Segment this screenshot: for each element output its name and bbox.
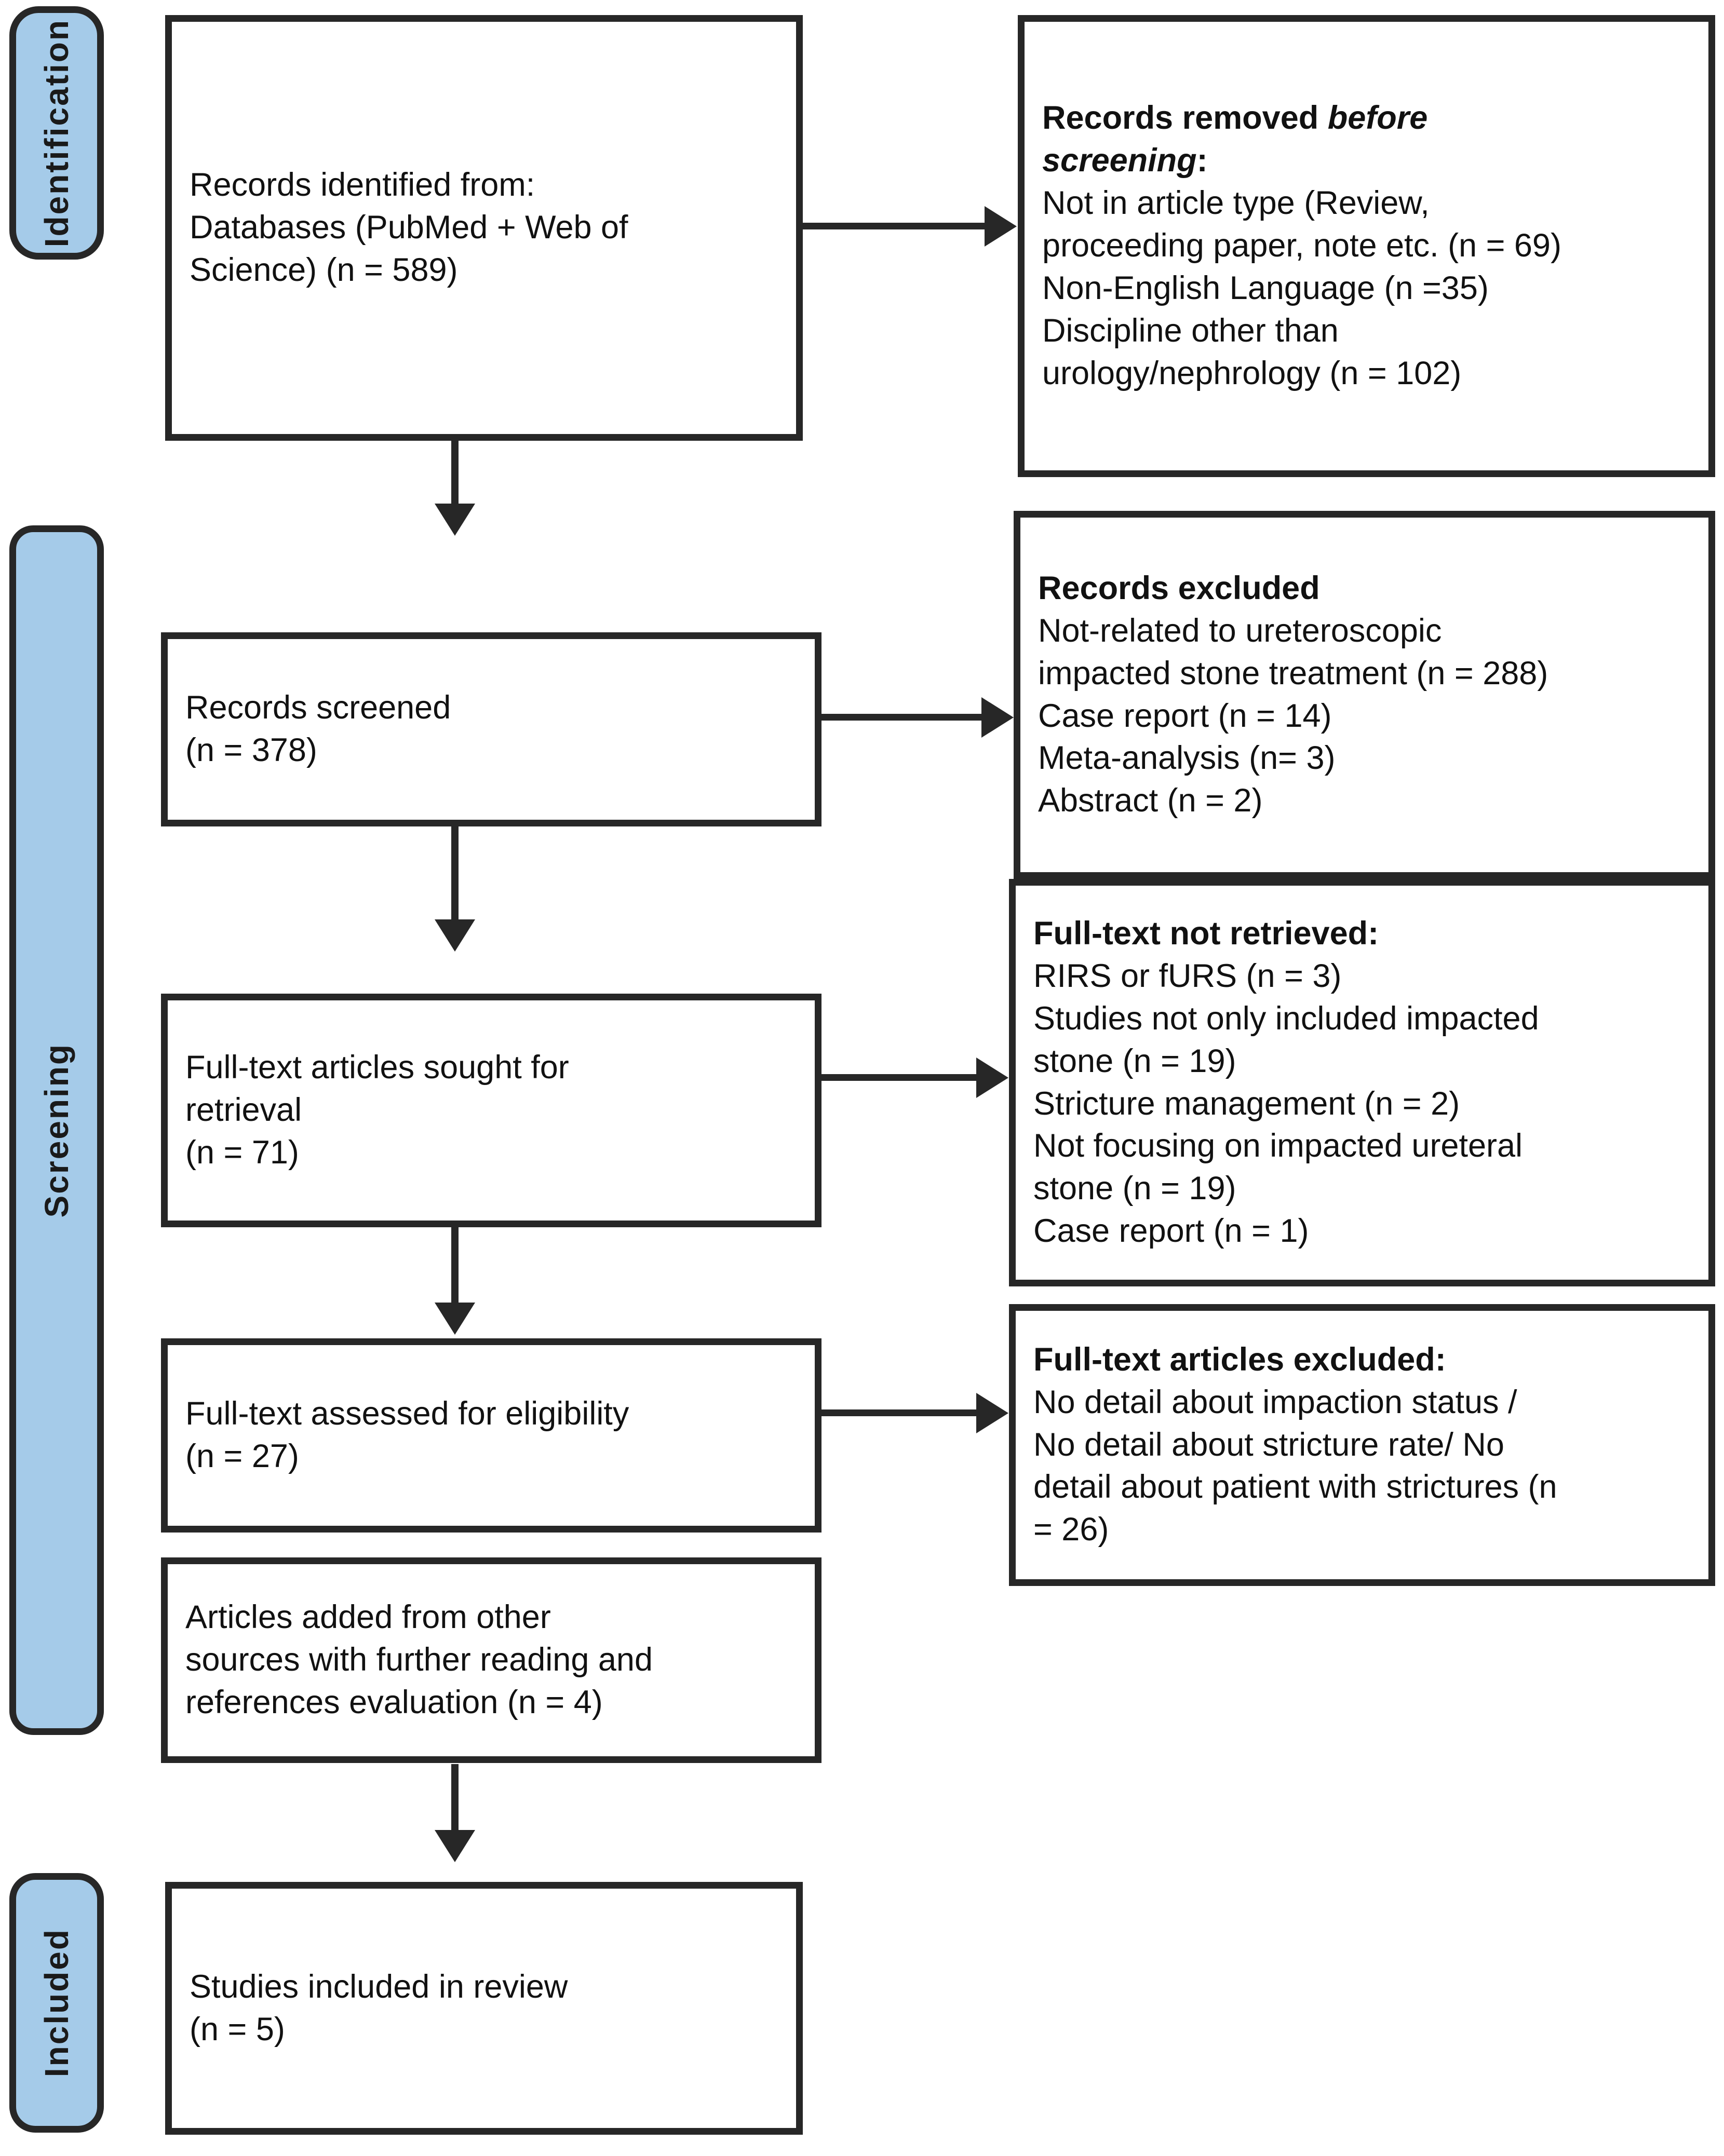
connector-screened-to-sought xyxy=(451,826,459,921)
stage-bar-screening: Screening xyxy=(9,525,104,1735)
fulltext-sought-line3: (n = 71) xyxy=(185,1134,299,1171)
box-records-excluded: Records excluded Not-related to ureteros… xyxy=(1014,511,1715,879)
records-removed-heading: Records removed before xyxy=(1042,97,1691,140)
box-fulltext-assessed: Full-text assessed for eligibility (n = … xyxy=(161,1338,821,1533)
fulltext-not-retrieved-line2: Studies not only included impacted xyxy=(1033,1000,1539,1037)
stage-bar-identification: Identification xyxy=(9,6,104,260)
arrow-identified-to-screened xyxy=(435,504,475,536)
records-excluded-line2: impacted stone treatment (n = 288) xyxy=(1038,655,1548,691)
box-fulltext-excluded: Full-text articles excluded: No detail a… xyxy=(1009,1304,1715,1586)
records-identified-line2: Databases (PubMed + Web of xyxy=(190,209,628,246)
arrow-screened-to-sought xyxy=(435,919,475,952)
fulltext-not-retrieved-line6: stone (n = 19) xyxy=(1033,1170,1236,1207)
articles-added-line1: Articles added from other xyxy=(185,1599,551,1636)
box-articles-added: Articles added from other sources with f… xyxy=(161,1557,821,1763)
fulltext-not-retrieved-line5: Not focusing on impacted ureteral xyxy=(1033,1128,1523,1164)
records-removed-heading-em2: screening xyxy=(1042,142,1197,179)
stage-label-identification: Identification xyxy=(38,18,75,248)
fulltext-sought-line1: Full-text articles sought for xyxy=(185,1049,569,1086)
connector-screened-to-excluded xyxy=(821,714,982,721)
box-records-screened: Records screened (n = 378) xyxy=(161,632,821,826)
records-removed-line2: proceeding paper, note etc. (n = 69) xyxy=(1042,227,1561,264)
records-screened-line1: Records screened xyxy=(185,689,451,726)
records-removed-heading-2: screening: xyxy=(1042,140,1691,182)
stage-label-screening: Screening xyxy=(38,1042,75,1218)
fulltext-excluded-heading: Full-text articles excluded: xyxy=(1033,1341,1446,1378)
box-fulltext-not-retrieved: Full-text not retrieved: RIRS or fURS (n… xyxy=(1009,879,1715,1286)
studies-included-line2: (n = 5) xyxy=(190,2011,285,2047)
fulltext-excluded-line4: = 26) xyxy=(1033,1511,1109,1548)
arrow-assessed-to-excluded xyxy=(976,1393,1008,1433)
fulltext-not-retrieved-line4: Stricture management (n = 2) xyxy=(1033,1085,1460,1122)
fulltext-excluded-line3: detail about patient with strictures (n xyxy=(1033,1469,1557,1506)
records-excluded-line3: Case report (n = 14) xyxy=(1038,697,1332,734)
records-removed-heading-plain: Records removed xyxy=(1042,100,1328,137)
fulltext-not-retrieved-line3: stone (n = 19) xyxy=(1033,1042,1236,1079)
articles-added-line3: references evaluation (n = 4) xyxy=(185,1684,603,1720)
box-records-removed-before-screening: Records removed before screening: Not in… xyxy=(1018,15,1715,477)
box-fulltext-sought: Full-text articles sought for retrieval … xyxy=(161,994,821,1227)
connector-sought-to-not-retrieved xyxy=(821,1074,977,1081)
arrow-identified-to-removed xyxy=(985,206,1017,247)
connector-sought-to-assessed xyxy=(451,1227,459,1304)
records-excluded-line1: Not-related to ureteroscopic xyxy=(1038,612,1442,649)
records-removed-line3: Non-English Language (n =35) xyxy=(1042,269,1489,306)
fulltext-sought-line2: retrieval xyxy=(185,1092,302,1129)
stage-bar-included: Included xyxy=(9,1873,104,2133)
records-removed-line4: Discipline other than xyxy=(1042,312,1339,349)
connector-added-to-included xyxy=(451,1764,459,1832)
fulltext-assessed-line2: (n = 27) xyxy=(185,1438,299,1474)
connector-assessed-to-excluded xyxy=(821,1409,977,1416)
fulltext-assessed-line1: Full-text assessed for eligibility xyxy=(185,1395,629,1432)
records-removed-line5: urology/nephrology (n = 102) xyxy=(1042,355,1462,391)
fulltext-excluded-line2: No detail about stricture rate/ No xyxy=(1033,1426,1504,1463)
records-screened-line2: (n = 378) xyxy=(185,732,317,768)
records-excluded-heading: Records excluded xyxy=(1038,569,1320,606)
box-studies-included: Studies included in review (n = 5) xyxy=(165,1882,803,2135)
records-identified-line3: Science) (n = 589) xyxy=(190,251,458,288)
records-identified-line1: Records identified from: xyxy=(190,167,535,204)
records-removed-heading-em: before xyxy=(1327,100,1428,137)
records-excluded-line4: Meta-analysis (n= 3) xyxy=(1038,740,1336,777)
connector-identified-to-removed xyxy=(803,223,986,229)
articles-added-line2: sources with further reading and xyxy=(185,1642,653,1678)
records-removed-line1: Not in article type (Review, xyxy=(1042,185,1430,222)
arrow-screened-to-excluded xyxy=(981,697,1014,738)
arrow-sought-to-not-retrieved xyxy=(976,1057,1008,1098)
connector-identified-to-screened xyxy=(451,441,459,505)
fulltext-not-retrieved-line1: RIRS or fURS (n = 3) xyxy=(1033,957,1342,994)
box-records-identified: Records identified from: Databases (PubM… xyxy=(165,15,803,441)
fulltext-excluded-line1: No detail about impaction status / xyxy=(1033,1384,1517,1420)
studies-included-line1: Studies included in review xyxy=(190,1968,568,2005)
fulltext-not-retrieved-line7: Case report (n = 1) xyxy=(1033,1213,1309,1250)
arrow-sought-to-assessed xyxy=(435,1303,475,1335)
stage-label-included: Included xyxy=(38,1928,75,2078)
records-excluded-line5: Abstract (n = 2) xyxy=(1038,782,1263,819)
fulltext-not-retrieved-heading: Full-text not retrieved: xyxy=(1033,915,1379,952)
records-removed-heading-colon: : xyxy=(1196,142,1208,179)
arrow-added-to-included xyxy=(435,1830,475,1862)
